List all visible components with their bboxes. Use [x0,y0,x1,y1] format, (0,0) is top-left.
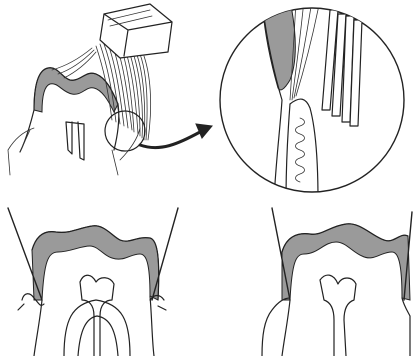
right-pulp [320,275,356,356]
left-enamel [32,226,159,300]
right-root [282,300,290,356]
left-pulp-outer [64,300,130,356]
gum-inner [286,104,290,200]
pulp-chamber [66,122,84,160]
right-enamel [282,224,410,300]
arrow-head-icon [196,124,212,138]
gum-margin [290,99,318,200]
gum-fibers [296,118,305,182]
bristle-4 [296,0,320,96]
right-gum-right [402,298,410,356]
root-line [20,130,118,175]
magnified-sulcus-panel [220,0,404,200]
brushing-overview-panel [8,4,212,175]
molar-enamel [34,68,118,112]
floss-cross-section-left-panel [8,208,178,356]
floss-cross-section-right-panel [262,208,412,356]
toothbrush-head [100,4,172,58]
left-pulp-mid [78,316,118,356]
bristle-bundle [322,10,362,126]
magnified-enamel [262,0,295,90]
